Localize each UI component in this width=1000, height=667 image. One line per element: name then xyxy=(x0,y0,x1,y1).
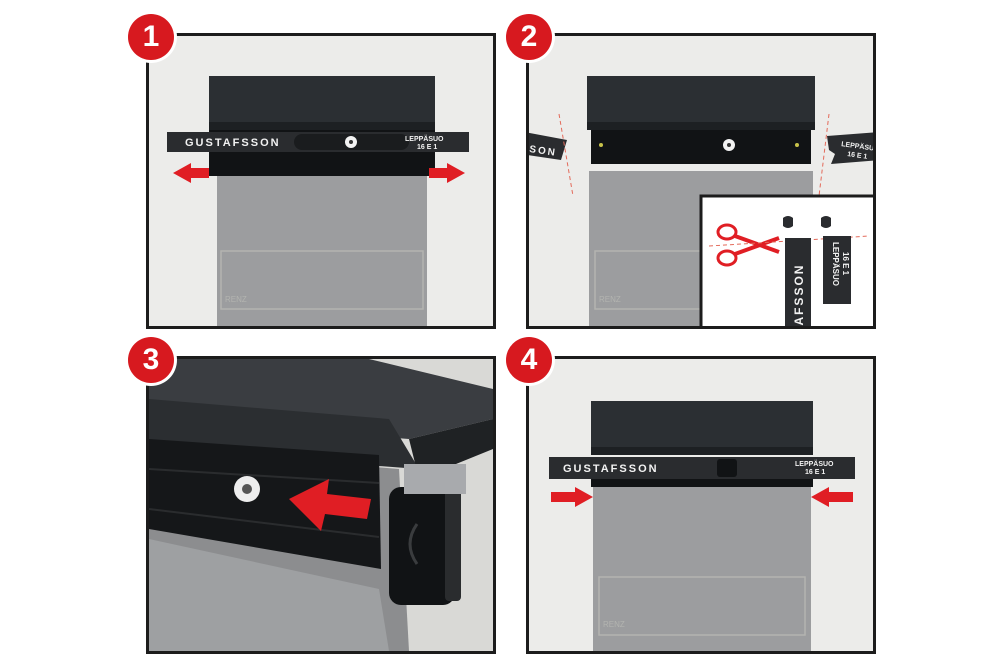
step-4-panel: RENZ GUSTAFSSON LEPPÄSUO 16 E 1 xyxy=(526,356,876,654)
label-name-text: GUSTAFSSON xyxy=(185,137,281,149)
label-rail-closeup xyxy=(149,439,381,569)
label-address-strip-line2: 16 E 1 xyxy=(841,252,850,276)
mailbox-door-panel xyxy=(220,250,424,310)
step-3-panel xyxy=(146,356,496,654)
step-badge-1: 1 xyxy=(128,14,174,60)
address-strip-vertical xyxy=(823,236,851,304)
mailbox-brand: RENZ xyxy=(599,295,621,304)
step-3-illustration xyxy=(149,359,493,651)
cut-label-right xyxy=(827,132,873,164)
name-strip-vertical xyxy=(785,238,811,326)
label-name-cut-text: SON xyxy=(529,144,558,159)
push-arrow-icon xyxy=(289,479,371,531)
step-2-panel: RENZ SON LEPPÄSUO 16 E 1 TAFSSON LEPPÄSU… xyxy=(526,33,876,329)
scissors-icon xyxy=(716,223,780,267)
label-holder-rail xyxy=(591,130,811,164)
name-label-strip xyxy=(549,457,855,479)
mailbox-lid xyxy=(209,76,435,128)
cut-line-right xyxy=(818,113,830,197)
mailbox-brand: RENZ xyxy=(225,295,247,304)
arrow-left-icon xyxy=(173,163,209,183)
mailbox-brand: RENZ xyxy=(603,620,625,629)
end-cap-clip xyxy=(389,487,455,605)
label-address-line2: 16 E 1 xyxy=(805,469,825,476)
label-name-text: GUSTAFSSON xyxy=(563,463,659,475)
step-badge-4: 4 xyxy=(506,337,552,383)
mailbox-lid xyxy=(587,76,815,128)
arrow-left-icon xyxy=(811,487,853,507)
step-1-illustration: RENZ GUSTAFSSON LEPPÄSUO 16 E 1 xyxy=(167,76,469,326)
arrow-right-icon xyxy=(551,487,593,507)
cut-label-left xyxy=(529,132,567,160)
label-address-cut-line2: 16 E 1 xyxy=(847,151,868,161)
lock-screw-cover xyxy=(717,459,737,477)
label-address-line1: LEPPÄSUO xyxy=(405,135,444,143)
label-address-strip-line1: LEPPÄSUO xyxy=(831,242,840,286)
arrow-right-icon xyxy=(429,163,465,183)
mailbox-body xyxy=(593,487,811,651)
step-badge-2: 2 xyxy=(506,14,552,60)
label-address-line2: 16 E 1 xyxy=(417,144,437,151)
step-2-illustration: RENZ SON LEPPÄSUO 16 E 1 TAFSSON LEPPÄSU… xyxy=(529,76,873,326)
step-1-panel: RENZ GUSTAFSSON LEPPÄSUO 16 E 1 xyxy=(146,33,496,329)
label-address-line1: LEPPÄSUO xyxy=(795,460,834,468)
label-name-strip-text: TAFSSON xyxy=(792,264,806,326)
step-badge-3: 3 xyxy=(128,337,174,383)
mailbox-lid xyxy=(591,401,813,453)
step-4-illustration: RENZ GUSTAFSSON LEPPÄSUO 16 E 1 xyxy=(549,401,855,651)
